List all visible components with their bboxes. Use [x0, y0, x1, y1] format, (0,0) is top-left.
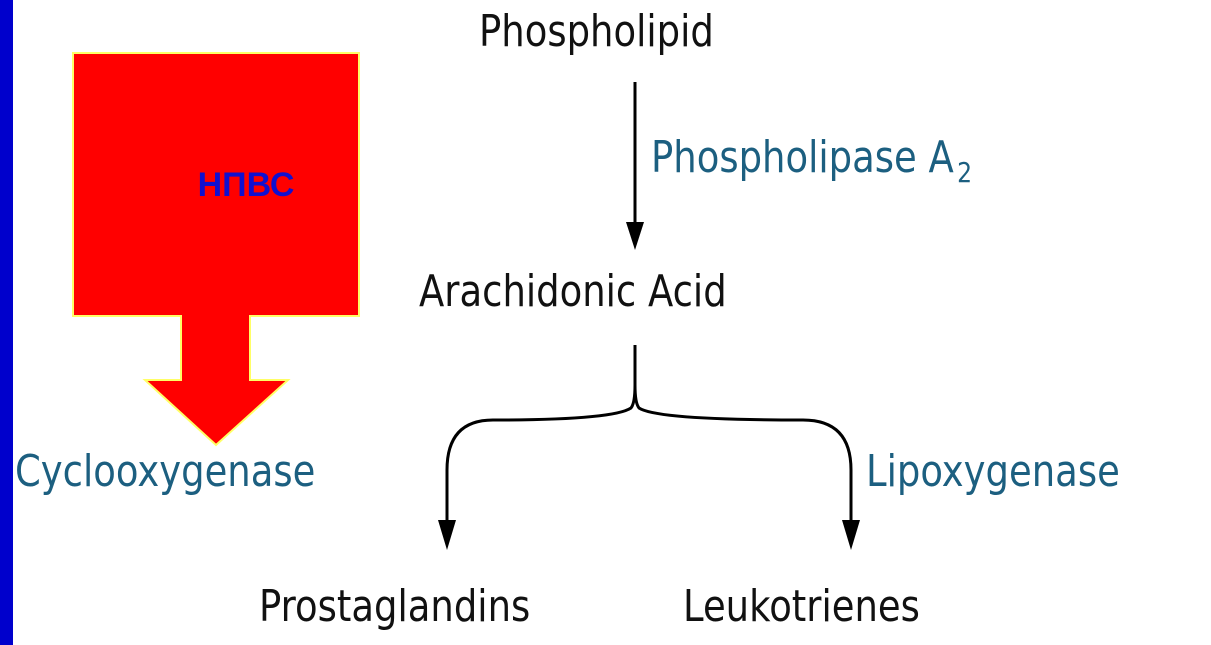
inhibitor-block-arrow	[72, 52, 360, 447]
node-phospholipid: Phospholipid	[479, 6, 714, 57]
arrowhead-prostaglandins	[438, 520, 456, 550]
enzyme-cyclooxygenase: Cyclooxygenase	[15, 446, 316, 497]
pathway-diagram	[72, 52, 860, 550]
arrowhead-arachidonic	[626, 222, 644, 250]
node-leukotrienes: Leukotrienes	[683, 581, 920, 632]
node-prostaglandins: Prostaglandins	[259, 581, 531, 632]
enzyme-phospholipase-subscript: 2	[957, 156, 973, 189]
inhibitor-label: НПВС	[197, 166, 295, 204]
enzyme-phospholipase-name: Phospholipase A	[651, 132, 954, 183]
enzyme-lipoxygenase: Lipoxygenase	[866, 446, 1120, 497]
arrowhead-leukotrienes	[842, 520, 860, 550]
node-arachidonic-acid: Arachidonic Acid	[419, 266, 727, 317]
branch-bracket	[445, 345, 853, 525]
